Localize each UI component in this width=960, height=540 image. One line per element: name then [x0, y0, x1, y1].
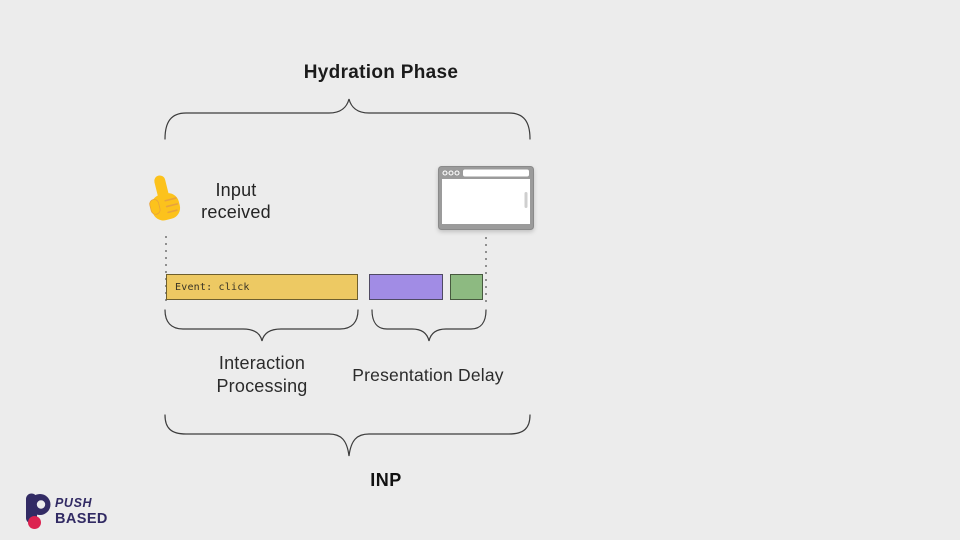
paint-task-bar [450, 274, 483, 300]
presentation-delay-label: Presentation Delay [352, 365, 504, 385]
scrollbar-thumb [524, 192, 528, 208]
address-bar [463, 169, 529, 177]
pushbased-logo-mark-icon [26, 493, 51, 529]
pointing-hand-icon [149, 175, 181, 221]
window-control-dot [448, 170, 454, 176]
presentation-end-dotted-line [485, 237, 487, 303]
input-received-line2: received [201, 202, 271, 222]
window-control-dot [454, 170, 460, 176]
input-received-label: Input received [176, 179, 296, 223]
presentation-delay-brace [371, 309, 487, 342]
browser-window-icon [438, 166, 534, 230]
interaction-processing-line2: Processing [216, 376, 308, 396]
input-received-line1: Input [215, 180, 257, 200]
pushbased-logo: PUSH BASED [25, 493, 108, 530]
logo-word-based: BASED [55, 510, 108, 527]
event-bar-label: Event: click [175, 281, 250, 293]
window-control-dot [442, 170, 448, 176]
interaction-processing-brace [164, 309, 359, 342]
inp-label: INP [370, 470, 402, 490]
interaction-processing-line1: Interaction [218, 353, 306, 373]
page-title: Hydration Phase [303, 62, 459, 83]
inp-brace [164, 414, 531, 457]
processing-task-bar [369, 274, 443, 300]
pushbased-logo-words: PUSH BASED [55, 497, 108, 526]
window-content [442, 179, 530, 224]
event-click-bar: Event: click [166, 274, 358, 300]
event-start-dotted-line [165, 236, 167, 306]
logo-word-push: PUSH [55, 496, 93, 510]
interaction-processing-label: Interaction Processing [192, 352, 332, 398]
hydration-phase-brace [164, 98, 531, 140]
